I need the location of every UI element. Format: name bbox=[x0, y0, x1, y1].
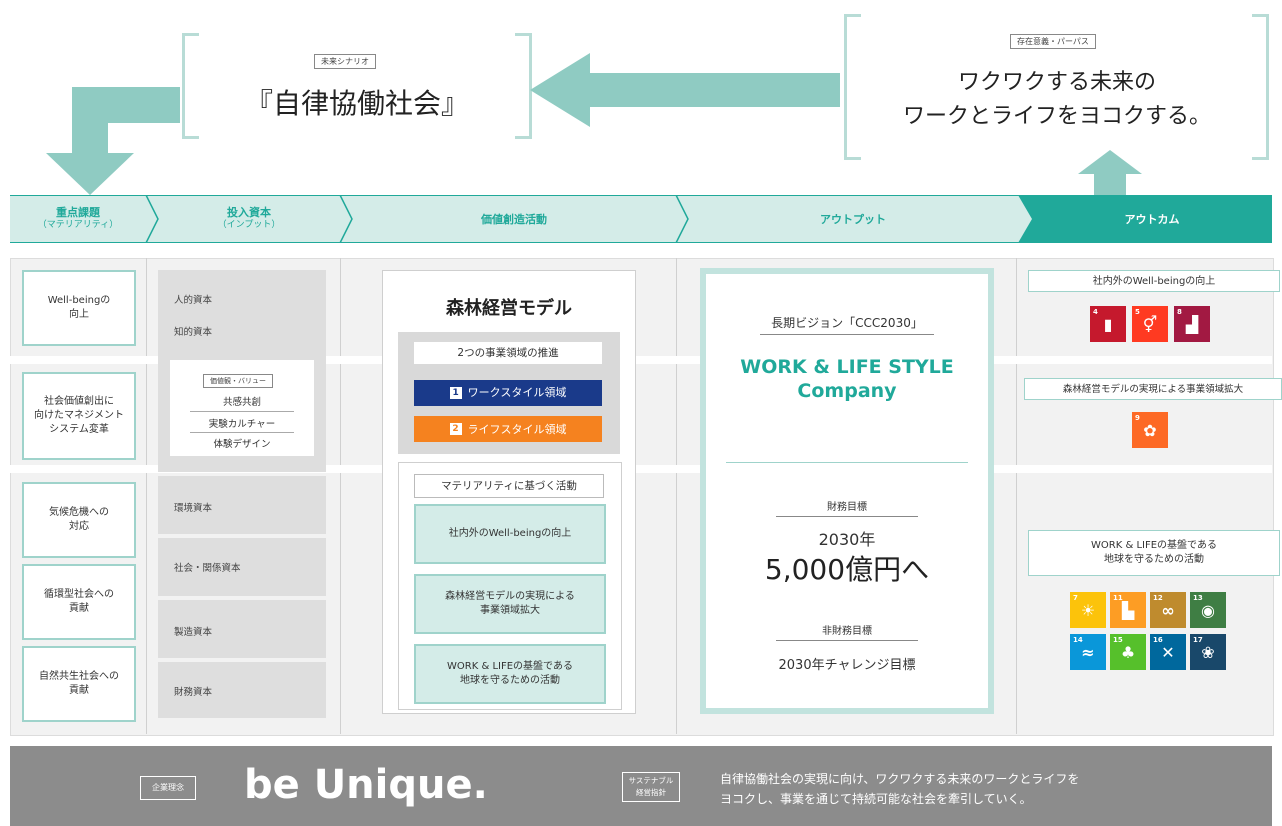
sdg-11-icon: 11▙ bbox=[1110, 592, 1146, 628]
sdg-8-icon: 8▟ bbox=[1174, 306, 1210, 342]
future-bracket-left bbox=[182, 33, 199, 139]
stage-bar: 重点課題（マテリアリティ） 投入資本（インプット） 価値創造活動 アウトプット … bbox=[10, 195, 1272, 243]
stage-input: 投入資本（インプット） bbox=[217, 206, 281, 230]
purpose-bracket-right bbox=[1252, 14, 1269, 160]
domain-work-label: ワークスタイル領域 bbox=[467, 386, 567, 399]
financial-goal-year: 2030年 bbox=[818, 530, 876, 549]
nonfinancial-goal-label: 非財務目標 bbox=[822, 626, 872, 637]
future-scenario-tag: 未来シナリオ bbox=[314, 54, 376, 69]
materiality-management: 社会価値創出に向けたマネジメントシステム変革 bbox=[22, 372, 136, 460]
value-item-1: 共感共創 bbox=[222, 397, 261, 408]
arrow-left-icon bbox=[530, 53, 840, 127]
value-item-2: 実験カルチャー bbox=[208, 419, 276, 430]
capital-social: 社会・関係資本 bbox=[174, 563, 241, 574]
divider-4 bbox=[1016, 258, 1017, 734]
stage-output: アウトプット bbox=[820, 212, 886, 226]
value-divider-2 bbox=[190, 432, 294, 433]
arrow-down-icon bbox=[46, 87, 180, 195]
arrow-up-icon bbox=[1078, 150, 1142, 195]
materiality-nature: 自然共生社会への貢献 bbox=[22, 646, 136, 722]
domain-work-number: 1 bbox=[449, 387, 462, 399]
sdg-16-icon: 16✕ bbox=[1150, 634, 1186, 670]
capital-financial: 財務資本 bbox=[174, 687, 213, 698]
slogan: be Unique. bbox=[244, 762, 488, 808]
output-divider bbox=[726, 462, 968, 463]
activity-forest-model: 森林経営モデルの実現による事業領域拡大 bbox=[414, 574, 606, 634]
divider-2 bbox=[340, 258, 341, 734]
purpose-bracket-left bbox=[844, 14, 861, 160]
sdg-14-icon: 14≈ bbox=[1070, 634, 1106, 670]
financial-goal-label: 財務目標 bbox=[827, 502, 867, 513]
stage-materiality: 重点課題（マテリアリティ） bbox=[37, 206, 119, 230]
output-brand-line2: Company bbox=[797, 380, 897, 402]
policy-line2: ヨコクし、事業を通じて持続可能な社会を牽引していく。 bbox=[720, 792, 1032, 806]
row-divider-2 bbox=[10, 465, 1272, 473]
stage-bar-shapes bbox=[10, 195, 1272, 243]
sdg-7-icon: 7☀ bbox=[1070, 592, 1106, 628]
outcome-wellbeing: 社内外のWell-beingの向上 bbox=[1028, 270, 1280, 292]
activity-wellbeing: 社内外のWell-beingの向上 bbox=[414, 504, 606, 564]
capital-block-env bbox=[158, 476, 326, 534]
sdg-12-icon: 12∞ bbox=[1150, 592, 1186, 628]
purpose-line1: ワクワクする未来の bbox=[957, 70, 1156, 95]
financial-goal-rule bbox=[776, 516, 918, 517]
sdg-4-icon: 4▮ bbox=[1090, 306, 1126, 342]
capital-block-fin bbox=[158, 662, 326, 718]
domains-heading: 2つの事業領域の推進 bbox=[414, 342, 602, 364]
nonfinancial-goal-value: 2030年チャレンジ目標 bbox=[778, 658, 916, 673]
footer-bar bbox=[10, 746, 1272, 826]
materiality-activities-heading: マテリアリティに基づく活動 bbox=[414, 474, 604, 498]
sdg-5-icon: 5⚥ bbox=[1132, 306, 1168, 342]
stage-activity: 価値創造活動 bbox=[481, 212, 547, 226]
domain-life: 2 ライフスタイル領域 bbox=[414, 416, 602, 442]
stage-outcome: アウトカム bbox=[1124, 212, 1180, 226]
domain-life-label: ライフスタイル領域 bbox=[467, 423, 567, 436]
activity-title: 森林経営モデル bbox=[446, 298, 572, 319]
sdg-17-icon: 17❀ bbox=[1190, 634, 1226, 670]
sdg-13-icon: 13◉ bbox=[1190, 592, 1226, 628]
policy-line1: 自律協働社会の実現に向け、ワクワクする未来のワークとライフを bbox=[720, 772, 1080, 786]
materiality-climate: 気候危機への対応 bbox=[22, 482, 136, 558]
outcome-earth: WORK & LIFEの基盤である地球を守るための活動 bbox=[1028, 530, 1280, 576]
purpose-tag: 存在意義・パーパス bbox=[1010, 34, 1096, 49]
output-vision: 長期ビジョン「CCC2030」 bbox=[771, 316, 923, 330]
outcome-forest-model: 森林経営モデルの実現による事業領域拡大 bbox=[1024, 378, 1282, 400]
values-tag: 価値観・バリュー bbox=[203, 374, 273, 388]
future-scenario-title: 『自律協働社会』 bbox=[244, 87, 469, 120]
capital-intellectual: 知的資本 bbox=[174, 327, 213, 338]
purpose-line2: ワークとライフをヨコクする。 bbox=[902, 104, 1211, 129]
capital-human: 人的資本 bbox=[174, 295, 213, 306]
policy-tag: サステナブル経営指針 bbox=[622, 772, 680, 802]
capital-manufacturing: 製造資本 bbox=[174, 627, 213, 638]
value-item-3: 体験デザイン bbox=[213, 439, 271, 450]
sdg-9-icon: 9✿ bbox=[1132, 412, 1168, 448]
activity-earth: WORK & LIFEの基盤である地球を守るための活動 bbox=[414, 644, 606, 704]
philosophy-tag: 企業理念 bbox=[140, 776, 196, 800]
capital-block-social bbox=[158, 538, 326, 596]
domain-life-number: 2 bbox=[449, 423, 462, 435]
domain-work: 1 ワークスタイル領域 bbox=[414, 380, 602, 406]
nonfinancial-goal-rule bbox=[776, 640, 918, 641]
output-card bbox=[700, 268, 994, 714]
divider-3 bbox=[676, 258, 677, 734]
capital-block-mfg bbox=[158, 600, 326, 658]
output-brand-line1: WORK & LIFE STYLE bbox=[740, 356, 954, 378]
output-vision-rule bbox=[760, 334, 934, 335]
capital-environment: 環境資本 bbox=[174, 503, 213, 514]
future-bracket-right bbox=[515, 33, 532, 139]
materiality-wellbeing: Well-beingの向上 bbox=[22, 270, 136, 346]
sdg-15-icon: 15♣ bbox=[1110, 634, 1146, 670]
financial-goal-value: 5,000億円へ bbox=[764, 553, 930, 586]
materiality-circular: 循環型社会への貢献 bbox=[22, 564, 136, 640]
value-divider-1 bbox=[190, 411, 294, 412]
row-divider-1 bbox=[10, 356, 1272, 364]
divider-1 bbox=[146, 258, 147, 734]
